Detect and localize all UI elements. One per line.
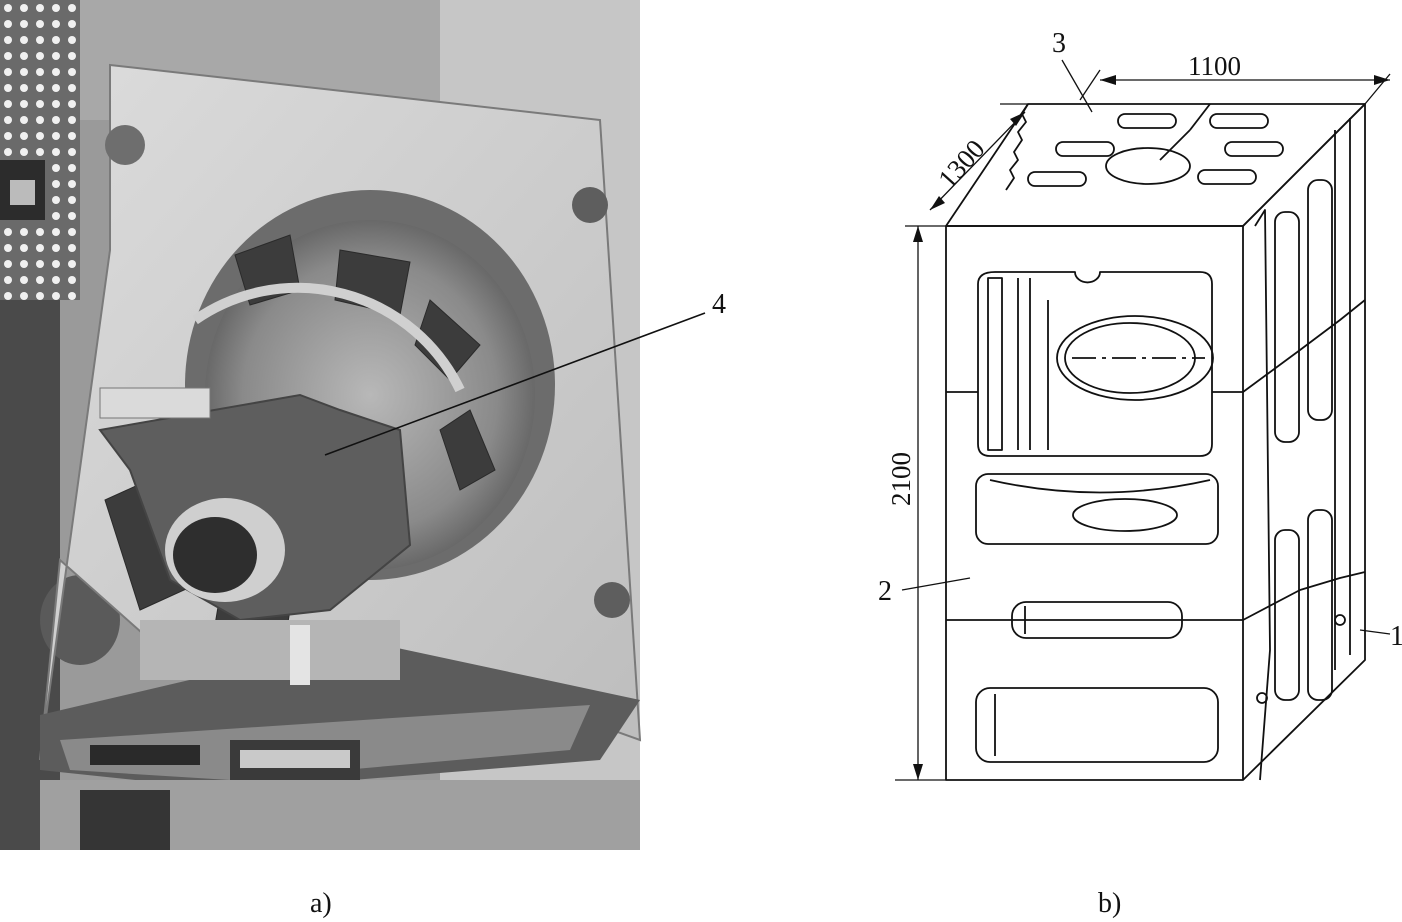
caption-a: a) xyxy=(310,888,332,919)
box-front-face xyxy=(945,225,1244,781)
callout-4: 4 xyxy=(712,289,726,320)
box-top-face xyxy=(945,103,1366,227)
dimension-lines xyxy=(895,59,1391,781)
callout-3: 3 xyxy=(1052,28,1066,59)
callout-4-leader xyxy=(324,312,706,456)
dimension-width: 1100 xyxy=(1188,51,1241,81)
right-face-grooves xyxy=(1242,118,1366,781)
front-openings xyxy=(975,271,1219,763)
box-right-face xyxy=(1242,103,1366,781)
perforated-panel xyxy=(0,0,80,300)
panel-a-photo: 4 xyxy=(0,0,726,850)
panel-b-drawing xyxy=(895,59,1391,781)
dimension-depth: 1300 xyxy=(932,134,990,194)
callout-2: 2 xyxy=(878,576,892,607)
callout-1: 1 xyxy=(1390,621,1402,652)
top-slots xyxy=(1027,113,1284,187)
caption-b: b) xyxy=(1098,888,1121,919)
dimension-height: 2100 xyxy=(886,452,916,506)
